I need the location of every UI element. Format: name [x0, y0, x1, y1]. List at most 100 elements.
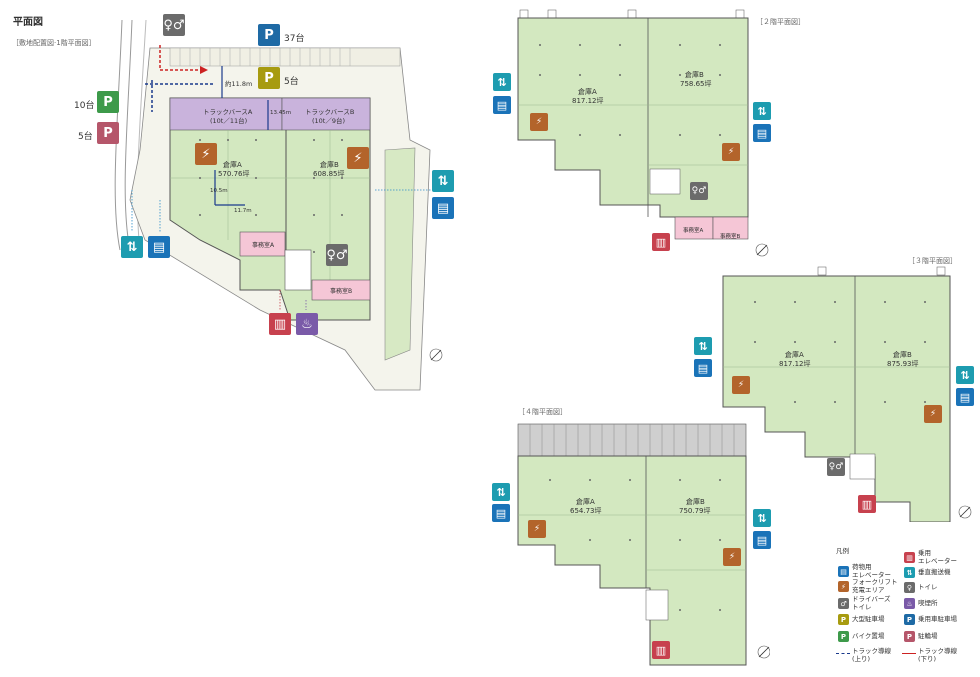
freight-elevator-icon: ▤	[432, 197, 454, 219]
freight-elevator-icon: ▤	[956, 388, 974, 406]
legend-truck-parking: 大型駐車場	[852, 615, 885, 623]
floor4-plan	[517, 423, 770, 666]
legend-truck-route-up: トラック導線 (上り)	[852, 647, 891, 663]
bike-parking-icon: P	[838, 631, 849, 642]
legend-passenger-elevator: 乗用 エレベーター	[918, 549, 957, 565]
legend-freight-elevator: 荷物用 エレベーター	[852, 563, 891, 579]
truck-route-up-line	[836, 653, 850, 654]
vertical-conveyor-icon: ⇅	[753, 102, 771, 120]
legend-car-parking: 乗用車駐車場	[918, 615, 957, 623]
f4-warehouse-b: 倉庫B	[686, 498, 705, 506]
f4-warehouse-a: 倉庫A	[576, 498, 595, 506]
legend-drivers-toilet: ドライバーズ トイレ	[852, 595, 891, 611]
vertical-conveyor-icon: ⇅	[121, 236, 143, 258]
forklift-charging-icon: ⚡	[924, 405, 942, 423]
ground-warehouse-b: 倉庫B	[320, 161, 339, 169]
freight-elevator-icon: ▤	[753, 531, 771, 549]
forklift-charging-icon: ⚡	[195, 143, 217, 165]
smoking-area-icon: ♨	[296, 313, 318, 335]
passenger-elevator-icon: ▥	[269, 313, 291, 335]
vertical-conveyor-icon: ⇅	[432, 170, 454, 192]
ground-office-a: 事務室A	[252, 242, 275, 249]
floor2-label: ［２階平面図］	[756, 18, 805, 26]
freight-elevator-icon: ▤	[753, 124, 771, 142]
ground-warehouse-a-area: 570.76坪	[218, 170, 250, 178]
ground-floor-plan	[114, 19, 443, 391]
car-parking-icon: P	[258, 24, 280, 46]
car-parking-icon: P	[904, 614, 915, 625]
forklift-charging-icon: ⚡	[722, 143, 740, 161]
page-title: 平面図	[13, 17, 43, 28]
passenger-elevator-icon: ▥	[652, 233, 670, 251]
truck-berth-b-capacity: (10t／9台)	[312, 117, 346, 125]
vertical-conveyor-icon: ⇅	[956, 366, 974, 384]
legend-bicycle-parking: 駐輪場	[918, 632, 938, 640]
freight-elevator-icon: ▤	[493, 96, 511, 114]
truck-berth-a-capacity: (10t／11台)	[210, 117, 248, 125]
f2-warehouse-a: 倉庫A	[578, 88, 597, 96]
f4-warehouse-a-area: 654.73坪	[570, 507, 602, 515]
dim-13-45m: 13.45m	[270, 110, 292, 116]
drivers-toilet-icon: ♂	[838, 598, 849, 609]
legend-title: 凡例	[836, 547, 849, 555]
freight-elevator-icon: ▤	[492, 504, 510, 522]
legend-truck-route-down: トラック導線 (下り)	[918, 647, 957, 663]
truck-parking-icon: P	[258, 67, 280, 89]
ground-warehouse-b-area: 608.85坪	[313, 170, 345, 178]
bike-parking-count: 10台	[74, 101, 95, 111]
truck-route-down-line	[902, 653, 916, 654]
floor3-plan	[722, 266, 972, 522]
vertical-conveyor-icon: ⇅	[904, 567, 915, 578]
bicycle-parking-icon: P	[904, 631, 915, 642]
ground-office-b: 事務室B	[330, 288, 353, 295]
passenger-elevator-icon: ▥	[858, 495, 876, 513]
f2-office-b: 事務室B	[720, 234, 741, 240]
smoking-area-icon: ♨	[904, 598, 915, 609]
passenger-elevator-icon: ▥	[652, 641, 670, 659]
truck-berth-a-label: トラックバースA	[203, 108, 253, 116]
dim-10-5m: 10.5m	[210, 188, 228, 194]
forklift-charging-icon: ⚡	[347, 147, 369, 169]
vertical-conveyor-icon: ⇅	[753, 509, 771, 527]
toilet-icon: ♀	[904, 582, 915, 593]
f2-warehouse-b-area: 758.65坪	[680, 80, 712, 88]
bicycle-parking-icon: P	[97, 122, 119, 144]
truck-parking-icon: P	[838, 614, 849, 625]
legend-toilet: トイレ	[918, 583, 938, 591]
truck-parking-count: 5台	[284, 77, 299, 87]
legend-bike-parking: バイク置場	[852, 632, 885, 640]
ground-warehouse-a: 倉庫A	[223, 161, 242, 169]
bicycle-parking-count: 5台	[78, 132, 93, 142]
legend-forklift-charging: フォークリフト 充電エリア	[852, 578, 898, 594]
drivers-toilet-icon: ♀♂	[326, 244, 348, 266]
forklift-charging-icon: ⚡	[530, 113, 548, 131]
dim-11-8m: 約11.8m	[225, 80, 253, 88]
legend-vertical-conveyor: 垂直搬送機	[918, 568, 951, 576]
f2-warehouse-a-area: 817.12坪	[572, 97, 604, 105]
f3-warehouse-a-area: 817.12坪	[779, 360, 811, 368]
toilet-icon: ♀♂	[163, 14, 185, 36]
legend-smoking-area: 喫煙所	[918, 599, 938, 607]
toilet-icon: ♀♂	[690, 182, 708, 200]
toilet-icon: ♀♂	[827, 458, 845, 476]
f2-office-a: 事務室A	[683, 228, 704, 234]
vertical-conveyor-icon: ⇅	[492, 483, 510, 501]
floor2-plan	[517, 9, 769, 257]
f3-warehouse-b: 倉庫B	[893, 351, 912, 359]
freight-elevator-icon: ▤	[694, 359, 712, 377]
dim-11-7m: 11.7m	[234, 208, 252, 214]
forklift-charging-icon: ⚡	[838, 581, 849, 592]
f3-warehouse-b-area: 875.93坪	[887, 360, 919, 368]
f2-warehouse-b: 倉庫B	[685, 71, 704, 79]
forklift-charging-icon: ⚡	[723, 548, 741, 566]
legend: 凡例 ▤ 荷物用 エレベーター ▥ 乗用 エレベーター ⚡ フォークリフト 充電…	[836, 547, 976, 673]
truck-berth-b-label: トラックバースB	[305, 108, 355, 116]
freight-elevator-icon: ▤	[838, 566, 849, 577]
bike-parking-icon: P	[97, 91, 119, 113]
vertical-conveyor-icon: ⇅	[694, 337, 712, 355]
floor3-label: ［３階平面図］	[908, 257, 957, 265]
floor4-label: ［４階平面図］	[518, 408, 567, 416]
forklift-charging-icon: ⚡	[528, 520, 546, 538]
freight-elevator-icon: ▤	[148, 236, 170, 258]
f4-warehouse-b-area: 750.79坪	[679, 507, 711, 515]
